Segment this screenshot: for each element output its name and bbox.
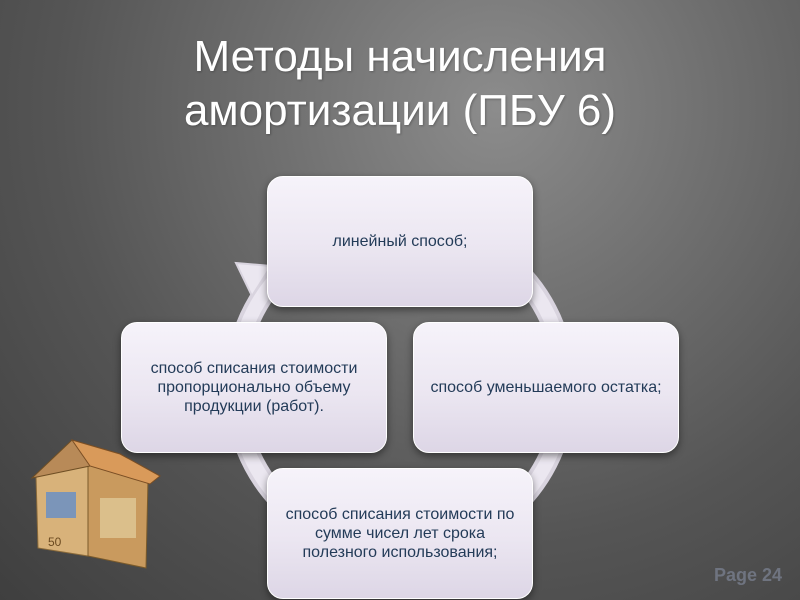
cycle-item-sum-of-years: способ списания стоимости по сумме чисел…: [267, 468, 533, 599]
cycle-item-label: способ списания стоимости по сумме чисел…: [282, 505, 518, 562]
house-icon: 50: [28, 436, 178, 576]
cycle-item-label: способ уменьшаемого остатка;: [430, 378, 661, 397]
banknote-denomination: 50: [48, 535, 62, 549]
cycle-item-declining-balance: способ уменьшаемого остатка;: [413, 322, 679, 453]
cycle-item-label: способ списания стоимости пропорциональн…: [136, 359, 372, 416]
cycle-item-linear: линейный способ;: [267, 176, 533, 307]
cycle-item-label: линейный способ;: [333, 232, 468, 251]
page-number: Page 24: [714, 565, 782, 586]
cycle-item-units-of-production: способ списания стоимости пропорциональн…: [121, 322, 387, 453]
